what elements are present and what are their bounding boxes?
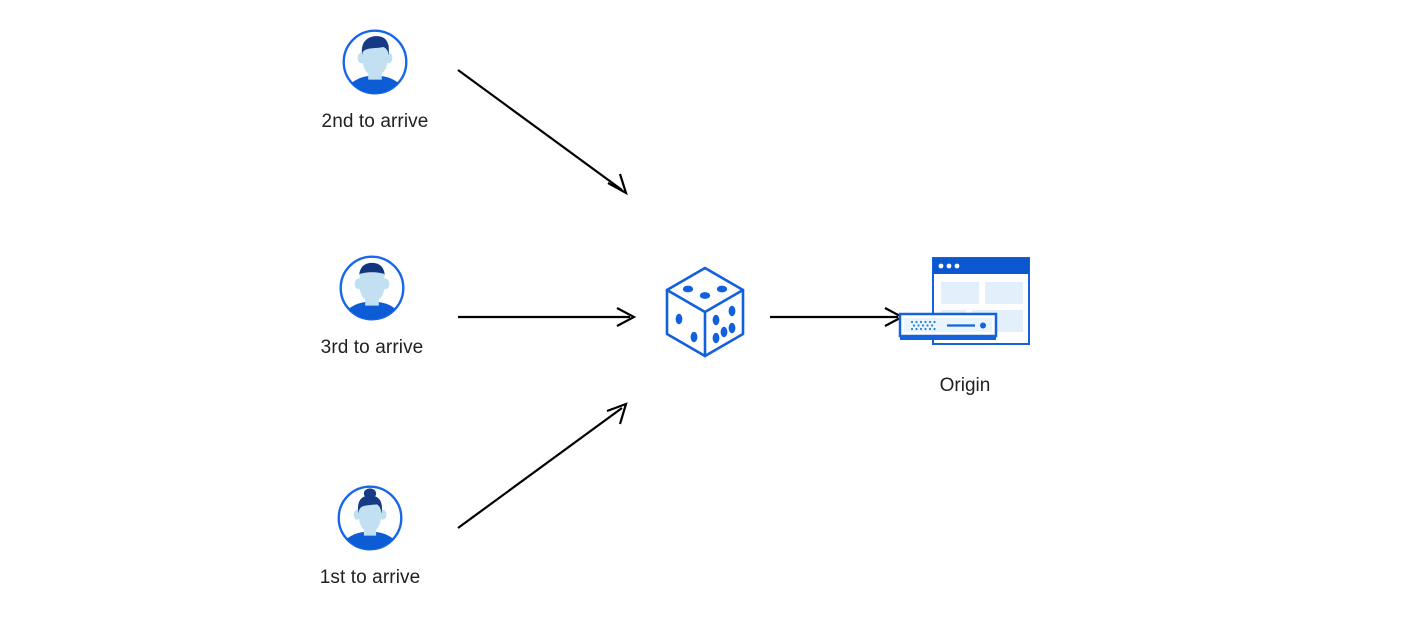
client-label: 1st to arrive xyxy=(319,567,421,588)
dice-icon xyxy=(665,266,745,358)
arrow-1st-to-balancer xyxy=(457,402,628,529)
router-appliance xyxy=(898,312,998,340)
dice-right-pips xyxy=(712,305,736,344)
dice-left-pips xyxy=(675,313,698,343)
origin-server-node: Origin xyxy=(865,252,1065,398)
client-3rd-to-arrive: 3rd to arrive xyxy=(282,254,462,360)
random-balancer-dice xyxy=(660,262,750,362)
arrow-3rd-to-balancer xyxy=(458,307,637,327)
dice-top-pips xyxy=(682,285,728,299)
client-2nd-to-arrive: 2nd to arrive xyxy=(285,28,465,134)
user-avatar-icon xyxy=(339,255,405,321)
client-label: 2nd to arrive xyxy=(321,111,429,132)
client-label: 3rd to arrive xyxy=(320,337,424,358)
origin-label: Origin xyxy=(939,375,991,396)
router-vent-dots xyxy=(910,320,936,331)
origin-server-icon xyxy=(898,257,1030,345)
user-avatar-icon xyxy=(337,485,403,551)
user-avatar-icon xyxy=(342,29,408,95)
client-1st-to-arrive: 1st to arrive xyxy=(280,484,460,590)
arrow-2nd-to-balancer xyxy=(457,69,628,196)
